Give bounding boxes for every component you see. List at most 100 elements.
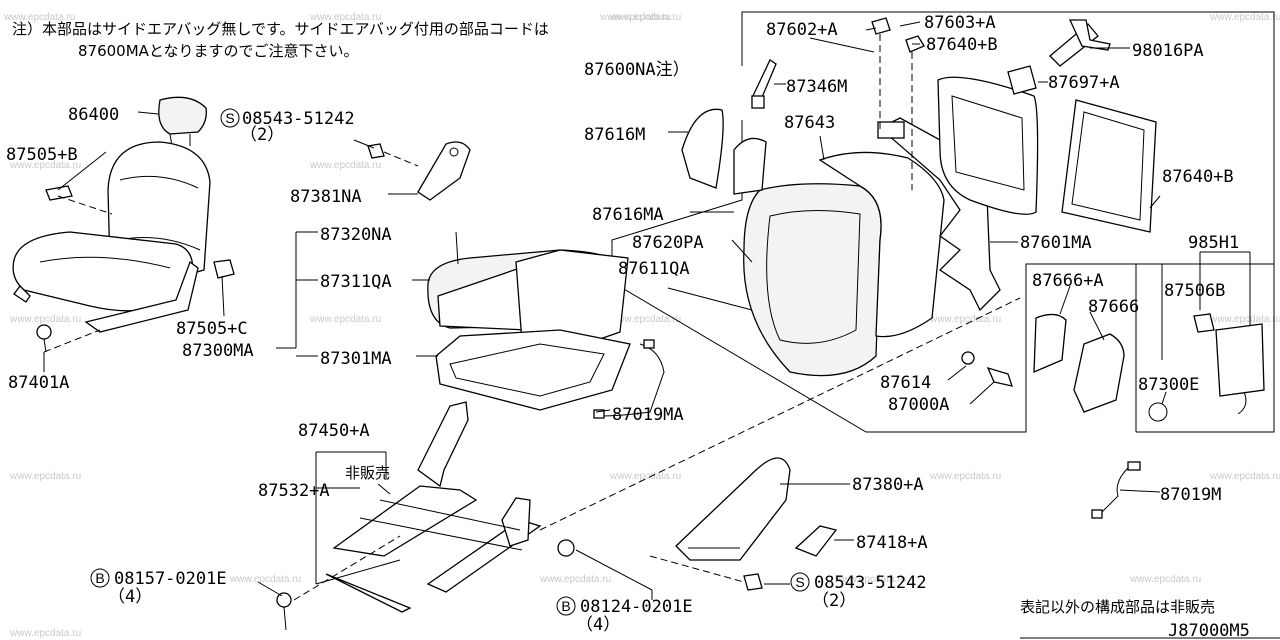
fastener-leader	[353, 139, 375, 149]
watermark-text: www.epcdata.ru	[834, 574, 906, 585]
watermark-text: www.epcdata.ru	[229, 574, 301, 585]
guide-87602a	[871, 17, 891, 35]
complete-seat	[12, 96, 235, 353]
label-87620pa: 87620PA	[632, 233, 704, 253]
watermarks: www.epcdata.ru www.epcdata.ru www.epcdat…	[3, 12, 1280, 639]
watermark-text: www.epcdata.ru	[599, 12, 671, 23]
leader-dash	[383, 151, 419, 167]
ring-87300e	[1148, 402, 1168, 422]
label-985h1: 985H1	[1188, 233, 1239, 253]
label-98016pa: 98016PA	[1132, 41, 1204, 61]
headrest-part	[158, 96, 207, 135]
watermark-text: www.epcdata.ru	[9, 314, 81, 325]
side-cover-part	[84, 260, 199, 333]
fastener-symbol: B	[95, 570, 104, 586]
fastener-qty: （4）	[576, 615, 620, 635]
label-87697a: 87697+A	[1048, 73, 1120, 93]
seat-rails	[276, 297, 1021, 631]
watermark-text: www.epcdata.ru	[929, 471, 1001, 482]
cushion-frame-87301ma	[435, 329, 631, 411]
label-87418a: 87418+A	[856, 533, 928, 553]
watermark-text: www.epcdata.ru	[1129, 574, 1201, 585]
leader-dash	[43, 329, 101, 353]
rail-bar	[359, 517, 523, 551]
bolt-08124	[557, 539, 575, 557]
airbag-module-985h1	[1215, 323, 1265, 397]
cover-87666a	[1033, 313, 1067, 374]
fastener-b-08124: B 08124-0201E （4）	[556, 596, 693, 635]
screw-08543-b	[743, 573, 763, 591]
label-87300e: 87300E	[1138, 375, 1199, 395]
label-87506b: 87506B	[1164, 281, 1225, 301]
clip-87697a	[1007, 65, 1037, 95]
airbag-lead	[1237, 391, 1247, 415]
label-87320na: 87320NA	[320, 225, 392, 245]
fastener-symbol: B	[561, 598, 570, 614]
fastener-qty: （4）	[108, 587, 152, 607]
label-87381na: 87381NA	[290, 187, 362, 207]
fastener-qty: （2）	[240, 125, 284, 145]
board-87640b	[937, 76, 1039, 215]
cover-87666	[1073, 333, 1125, 413]
leader-dash	[649, 555, 745, 583]
label-87643: 87643	[784, 113, 835, 133]
fastener-symbol-circle	[220, 108, 240, 128]
seatback-trim-87620pa	[743, 183, 882, 377]
note-not-for-sale-other: 表記以外の構成部品は非販売	[1020, 598, 1215, 616]
label-87401a: 87401A	[8, 373, 69, 393]
label-87616ma: 87616MA	[592, 205, 664, 225]
seat-cushion-part	[12, 231, 194, 312]
board-87640b-right	[1061, 99, 1157, 233]
grommet-87506b	[1193, 313, 1215, 333]
fastener-symbol: S	[225, 110, 234, 126]
label-87640b-top: 87640+B	[926, 35, 998, 55]
bolt-hole	[449, 147, 459, 157]
leader-dash	[539, 297, 1021, 531]
cap-87614	[961, 351, 975, 365]
note-not-for-sale: 非販売	[345, 464, 390, 482]
frame-back-group	[741, 11, 1275, 433]
label-87301ma: 87301MA	[320, 349, 392, 369]
watermark-text: www.epcdata.ru	[9, 471, 81, 482]
knob-87505c	[213, 259, 235, 279]
leader-lines	[43, 21, 1251, 600]
label-87311qa: 87311QA	[320, 272, 392, 292]
fastener-symbol-circle	[90, 568, 110, 588]
bolt-87401a	[36, 324, 52, 340]
watermark-text: www.epcdata.ru	[3, 12, 75, 23]
label-87450a: 87450+A	[298, 421, 370, 441]
seatback-assembly	[681, 17, 1265, 422]
label-87019m: 87019M	[1160, 485, 1221, 505]
harness-87019ma	[599, 343, 665, 417]
harness-connector	[1127, 461, 1141, 471]
label-87611qa: 87611QA	[618, 259, 690, 279]
leader-dash	[293, 535, 401, 601]
seatback-stitch	[119, 175, 199, 189]
label-87666: 87666	[1088, 297, 1139, 317]
label-87532a: 87532+A	[258, 481, 330, 501]
fastener-code: 08543-51242	[242, 109, 355, 129]
frame-inner	[449, 343, 605, 397]
label-87640b-right: 87640+B	[1162, 167, 1234, 187]
label-87603a: 87603+A	[924, 13, 996, 33]
watermark-text: www.epcdata.ru	[309, 12, 381, 23]
fastener-symbol-circle	[556, 596, 576, 616]
rail-bar	[379, 499, 521, 531]
rail-left	[332, 485, 478, 557]
watermark-text: www.epcdata.ru	[309, 314, 381, 325]
label-87614: 87614	[880, 373, 931, 393]
clip-87505b	[45, 185, 73, 201]
watermark-text: www.epcdata.ru	[609, 471, 681, 482]
watermark-text: www.epcdata.ru	[1209, 471, 1280, 482]
harness-87019m	[1099, 467, 1129, 515]
label-87346m: 87346M	[786, 77, 847, 97]
fastener-symbol-circle	[790, 572, 810, 592]
label-87602a: 87602+A	[766, 20, 838, 40]
label-87666a: 87666+A	[1032, 271, 1104, 291]
bolt-stem	[283, 606, 287, 631]
strap-clip	[751, 95, 765, 109]
watermark-text: www.epcdata.ru	[539, 574, 611, 585]
label-87600na: 87600NA注）	[584, 60, 690, 80]
rail-bracket	[501, 497, 531, 547]
fastener-code: 08124-0201E	[580, 597, 693, 617]
